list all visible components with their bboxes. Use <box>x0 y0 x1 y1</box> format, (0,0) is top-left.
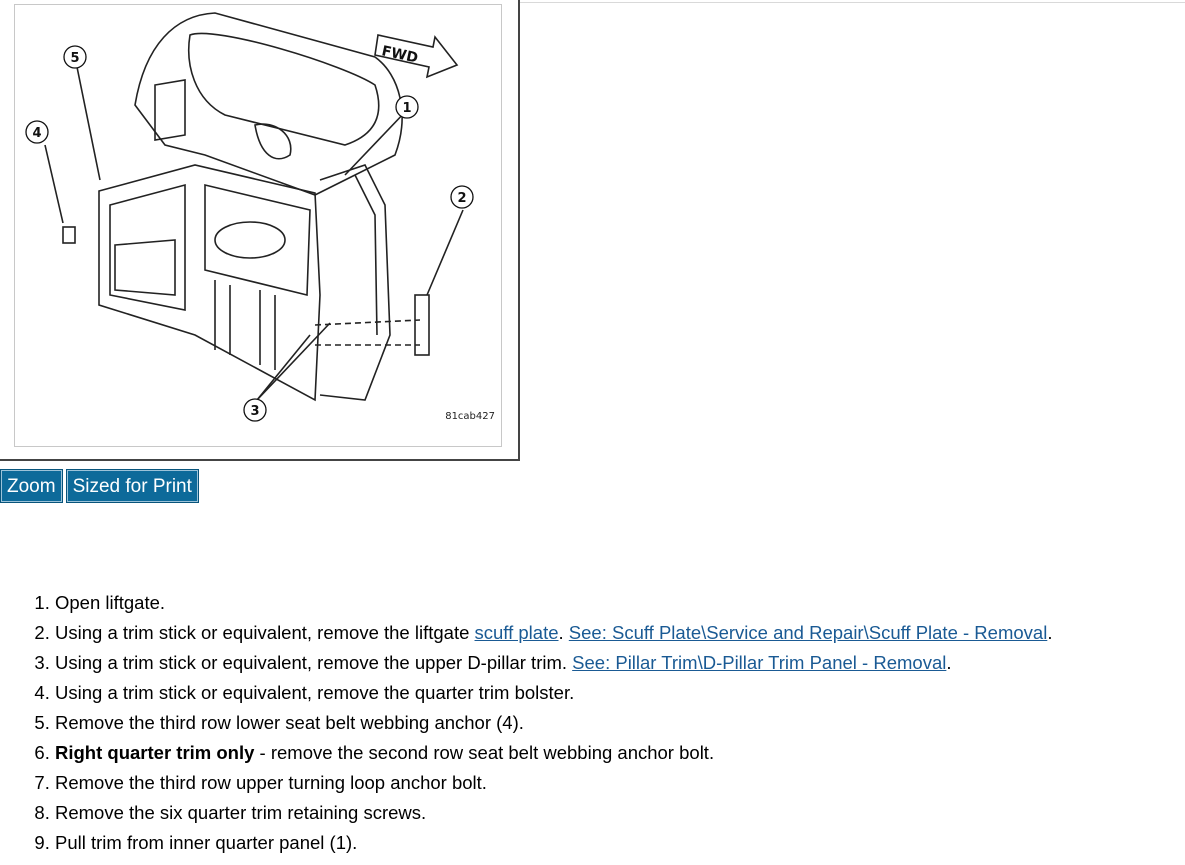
callout-2: 2 <box>450 185 474 209</box>
callout-4: 4 <box>25 120 49 144</box>
trim-diagram-drawing: FWD 1 2 3 4 5 <box>25 12 474 422</box>
figure-frame: FWD 1 2 3 4 5 81cab427 <box>0 0 520 461</box>
top-divider <box>0 2 1185 3</box>
zoom-button[interactable]: Zoom <box>0 469 63 503</box>
figure-code: 81cab427 <box>445 411 495 422</box>
step-item: Right quarter trim only - remove the sec… <box>55 738 1185 768</box>
svg-text:5: 5 <box>70 51 79 66</box>
svg-text:4: 4 <box>32 126 41 141</box>
callout-1: 1 <box>395 95 419 119</box>
step-item: Remove the third row upper turning loop … <box>55 768 1185 798</box>
callout-5: 5 <box>63 45 87 69</box>
trim-diagram: FWD 1 2 3 4 5 81cab427 <box>14 4 502 447</box>
d-pillar-trim-removal-link[interactable]: See: Pillar Trim\D-Pillar Trim Panel - R… <box>572 652 947 673</box>
step-text: Open liftgate. <box>55 592 166 613</box>
step-text: Using a trim stick or equivalent, remove… <box>55 622 475 643</box>
step-item: Using a trim stick or equivalent, remove… <box>55 648 1185 678</box>
step-item: Pull trim from inner quarter panel (1). <box>55 828 1185 858</box>
image-actions: Zoom Sized for Print <box>0 469 199 505</box>
procedure-steps: Open liftgate. Using a trim stick or equ… <box>0 588 1185 858</box>
step-text: . <box>1047 622 1053 643</box>
step-emphasis: Right quarter trim only <box>55 742 255 763</box>
step-item: Open liftgate. <box>55 588 1185 618</box>
svg-text:2: 2 <box>457 191 466 206</box>
callout-3: 3 <box>243 398 267 422</box>
step-item: Using a trim stick or equivalent, remove… <box>55 678 1185 708</box>
sized-for-print-button[interactable]: Sized for Print <box>65 469 199 503</box>
step-text: Remove the six quarter trim retaining sc… <box>55 802 427 823</box>
step-item: Remove the third row lower seat belt web… <box>55 708 1185 738</box>
svg-text:1: 1 <box>402 101 411 116</box>
step-text: Using a trim stick or equivalent, remove… <box>55 682 575 703</box>
step-text: Using a trim stick or equivalent, remove… <box>55 652 573 673</box>
step-text: - remove the second row seat belt webbin… <box>254 742 715 763</box>
step-text: Remove the third row lower seat belt web… <box>55 712 524 733</box>
step-text: Pull trim from inner quarter panel (1). <box>55 832 358 853</box>
step-item: Using a trim stick or equivalent, remove… <box>55 618 1185 648</box>
scuff-plate-link[interactable]: scuff plate <box>474 622 559 643</box>
scuff-plate-removal-link[interactable]: See: Scuff Plate\Service and Repair\Scuf… <box>568 622 1048 643</box>
step-text: . <box>946 652 952 673</box>
step-text: . <box>558 622 569 643</box>
svg-text:3: 3 <box>250 404 259 419</box>
step-text: Remove the third row upper turning loop … <box>55 772 487 793</box>
step-item: Remove the six quarter trim retaining sc… <box>55 798 1185 828</box>
fwd-label: FWD <box>380 43 419 66</box>
